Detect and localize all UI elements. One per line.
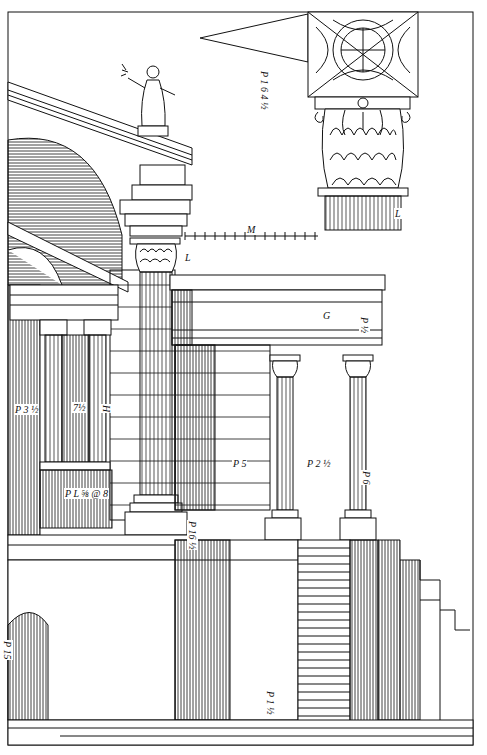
callout-label: M: [246, 224, 256, 235]
callout-label: P 15: [2, 640, 13, 660]
callout-label: P 1 ½: [265, 690, 276, 715]
callout-label: H: [101, 404, 112, 413]
callout-label: P ½: [359, 316, 370, 334]
callout-label: 7½: [72, 402, 87, 413]
callout-label: L: [394, 208, 402, 219]
callout-label: P L ⅝ @ 8: [64, 488, 109, 499]
callout-label: P 5: [232, 458, 247, 469]
callout-label: G: [322, 310, 331, 321]
callout-label: P 3 ½: [14, 404, 39, 415]
callout-label: P 1 6 4 ½: [259, 70, 270, 110]
callout-label: L: [184, 252, 192, 263]
callout-label: P 2 ½: [306, 458, 331, 469]
callout-label: P 6: [361, 470, 372, 485]
callout-label: P 16 ½: [187, 520, 198, 550]
